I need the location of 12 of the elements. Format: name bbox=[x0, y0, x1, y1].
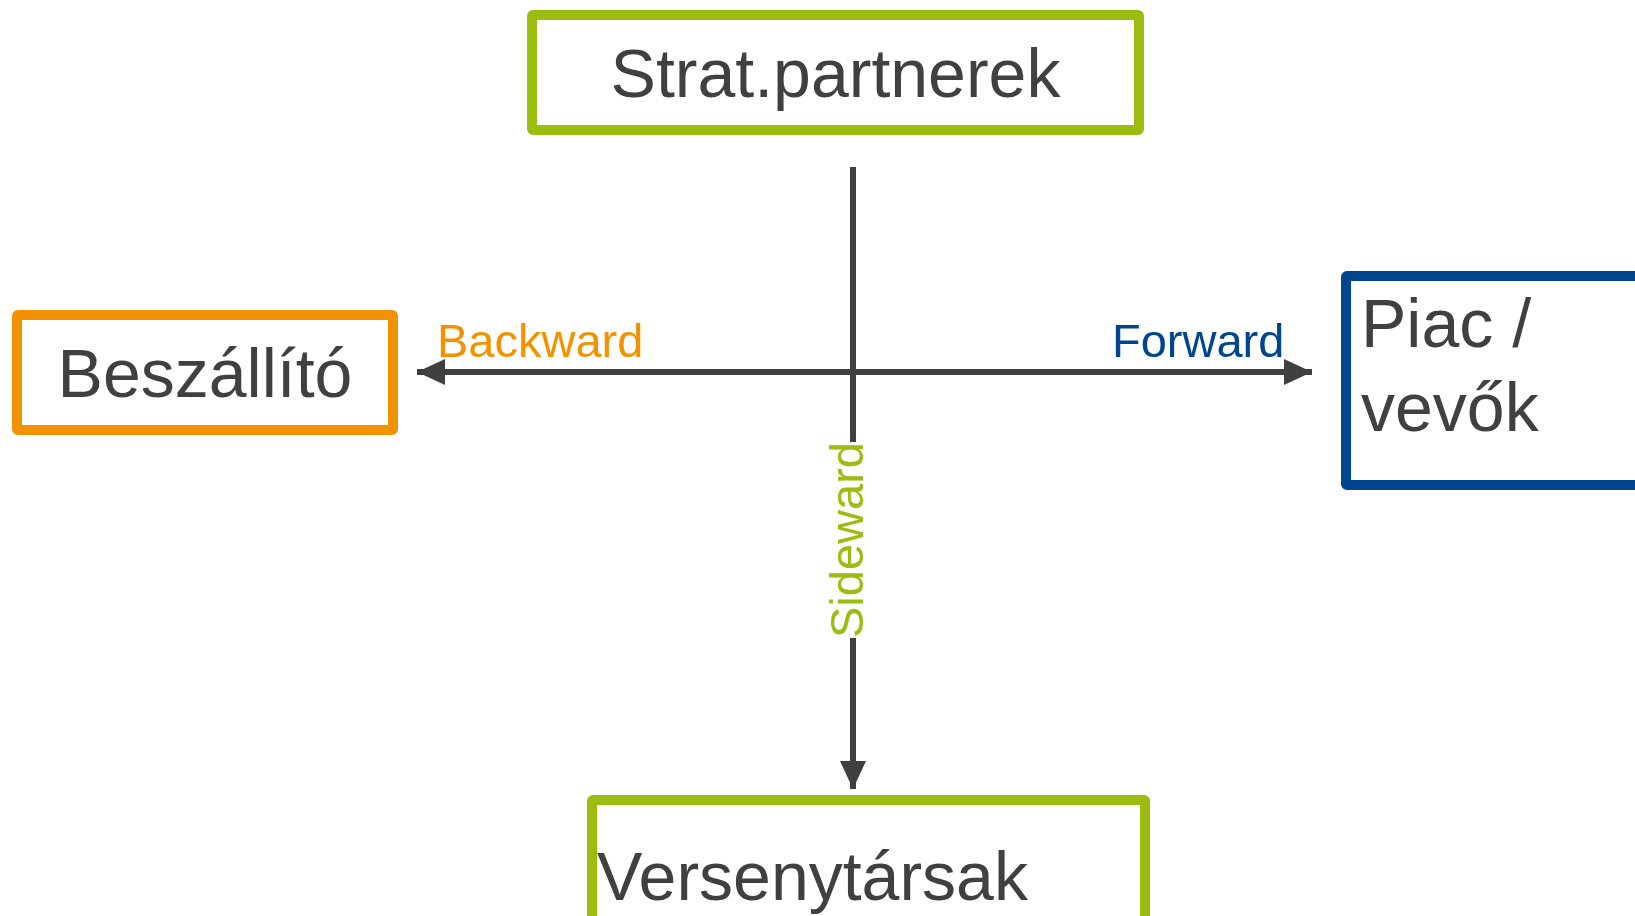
node-box bbox=[1341, 271, 1635, 490]
edge-label: Forward bbox=[1112, 317, 1285, 364]
node-box bbox=[587, 795, 1150, 916]
node-label: Strat.partnerek bbox=[610, 33, 1061, 113]
arrow bbox=[853, 359, 1312, 385]
node-box bbox=[12, 310, 398, 435]
node-box bbox=[527, 10, 1144, 135]
arrow bbox=[417, 359, 853, 385]
edge-label: Backward bbox=[437, 317, 644, 364]
node-label: Beszállító bbox=[57, 333, 353, 413]
node-label: Piac / vevők bbox=[1361, 284, 1540, 447]
node-label: Versenytársak bbox=[597, 837, 1028, 916]
